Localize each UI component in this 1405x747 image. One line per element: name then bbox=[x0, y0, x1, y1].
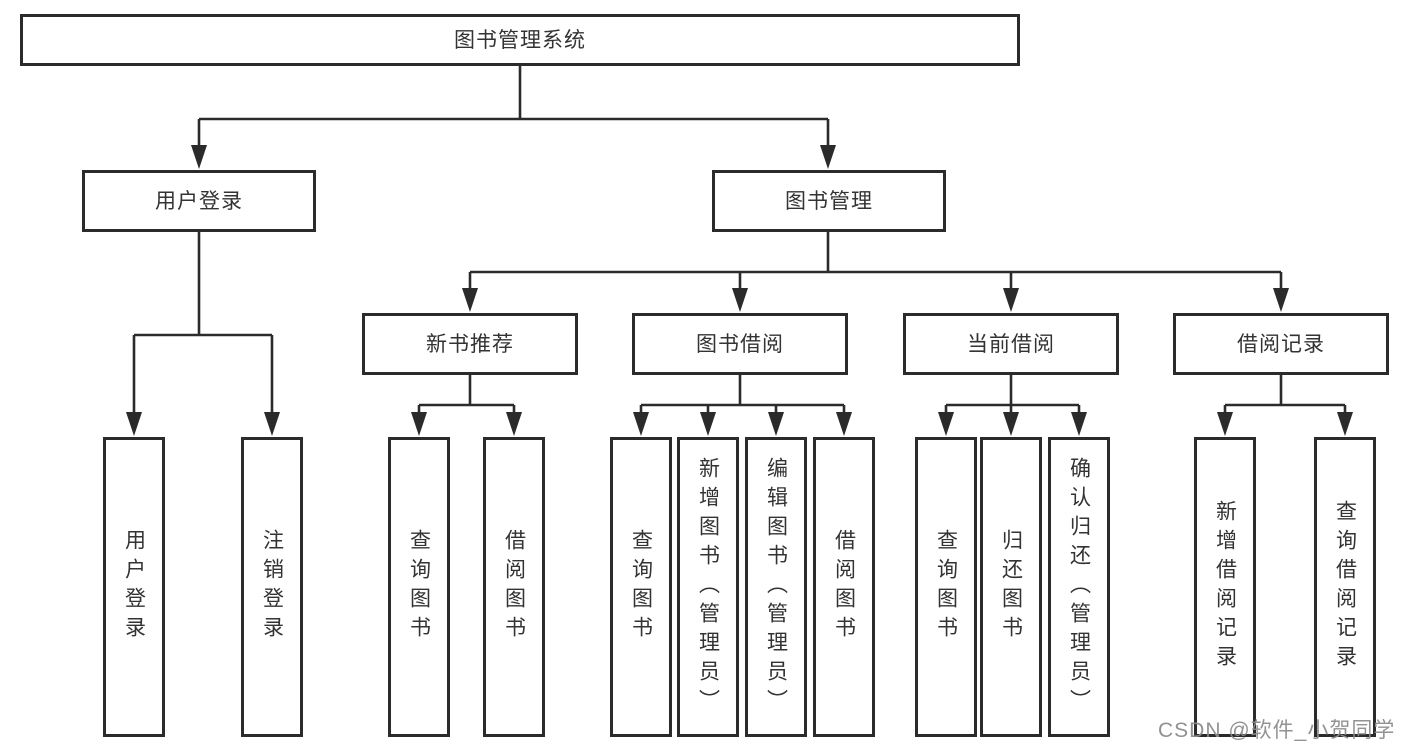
leaf-query-books-current: 查询图书 bbox=[915, 437, 977, 737]
leaf-return-book: 归还图书 bbox=[980, 437, 1042, 737]
node-label: 确认归还（管理员） bbox=[1067, 456, 1091, 718]
node-label: 当前借阅 bbox=[967, 332, 1055, 356]
node-user-login-module: 用户登录 bbox=[82, 170, 316, 232]
leaf-query-books-recommend: 查询图书 bbox=[388, 437, 450, 737]
node-book-borrow: 图书借阅 bbox=[632, 313, 848, 375]
node-label: 图书管理系统 bbox=[454, 28, 586, 52]
node-label: 新书推荐 bbox=[426, 332, 514, 356]
node-label: 编辑图书（管理员） bbox=[764, 456, 788, 718]
node-label: 查询图书 bbox=[934, 529, 958, 645]
node-label: 借阅记录 bbox=[1237, 332, 1325, 356]
node-label: 新增图书（管理员） bbox=[696, 456, 720, 718]
csdn-watermark: CSDN @软件_小贺同学 bbox=[1158, 719, 1396, 742]
leaf-add-book-admin: 新增图书（管理员） bbox=[677, 437, 739, 737]
node-label: 归还图书 bbox=[999, 529, 1023, 645]
node-label: 查询图书 bbox=[629, 529, 653, 645]
arrowheads bbox=[126, 145, 1353, 436]
node-borrow-record: 借阅记录 bbox=[1173, 313, 1389, 375]
leaf-confirm-return-admin: 确认归还（管理员） bbox=[1048, 437, 1110, 737]
node-label: 注销登录 bbox=[260, 529, 284, 645]
node-label: 图书借阅 bbox=[696, 332, 784, 356]
leaf-logout: 注销登录 bbox=[241, 437, 303, 737]
node-label: 图书管理 bbox=[785, 189, 873, 213]
node-label: 查询图书 bbox=[407, 529, 431, 645]
node-new-book-recommend: 新书推荐 bbox=[362, 313, 578, 375]
leaf-add-borrow-record: 新增借阅记录 bbox=[1194, 437, 1256, 737]
node-label: 借阅图书 bbox=[502, 529, 526, 645]
leaf-user-login: 用户登录 bbox=[103, 437, 165, 737]
leaf-query-books-borrow: 查询图书 bbox=[610, 437, 672, 737]
node-root-system: 图书管理系统 bbox=[20, 14, 1020, 66]
node-label: 新增借阅记录 bbox=[1213, 500, 1237, 674]
node-label: 用户登录 bbox=[155, 189, 243, 213]
leaf-edit-book-admin: 编辑图书（管理员） bbox=[745, 437, 807, 737]
node-current-borrow: 当前借阅 bbox=[903, 313, 1119, 375]
leaf-borrow-books-recommend: 借阅图书 bbox=[483, 437, 545, 737]
node-label: 查询借阅记录 bbox=[1333, 500, 1357, 674]
leaf-query-borrow-record: 查询借阅记录 bbox=[1314, 437, 1376, 737]
node-label: 借阅图书 bbox=[832, 529, 856, 645]
node-label: 用户登录 bbox=[122, 529, 146, 645]
leaf-borrow-books: 借阅图书 bbox=[813, 437, 875, 737]
node-book-management-module: 图书管理 bbox=[712, 170, 946, 232]
